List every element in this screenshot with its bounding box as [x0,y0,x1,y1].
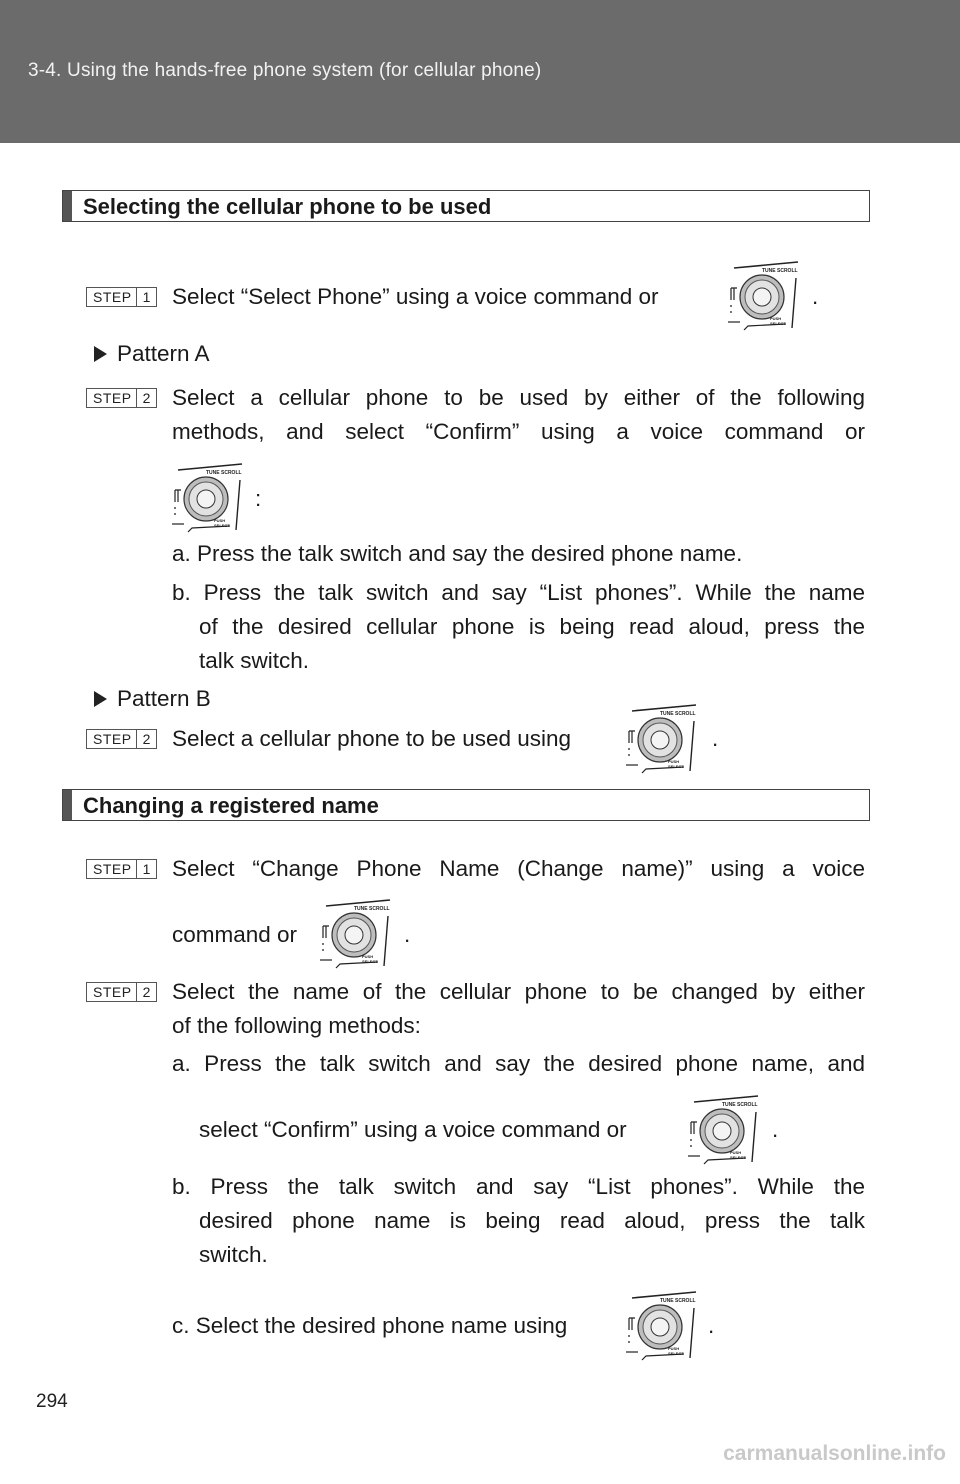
step-text: Select “Change Phone Name (Change name)”… [172,856,865,881]
pattern-arrow-icon [94,691,107,707]
method-b-text: talk switch. [199,648,310,673]
step-text: Select “Select Phone” using a voice comm… [172,284,659,309]
heading-accent [63,191,72,221]
pattern-arrow-icon [94,346,107,362]
tune-scroll-knob-icon [624,1290,700,1364]
step-badge-1: STEP 1 [86,859,158,879]
step-badge-1: STEP 1 [86,287,158,307]
method-b-text: of the desired cellular phone is being r… [199,614,865,639]
step-text-period: . [712,726,719,751]
page-number: 294 [36,1391,68,1412]
page-header: 3-4. Using the hands-free phone system (… [0,0,960,143]
section-heading-select-phone: Selecting the cellular phone to be used [62,190,870,222]
heading-accent [63,790,72,820]
step-text: Select the name of the cellular phone to… [172,979,865,1004]
tune-scroll-knob-icon [686,1094,762,1168]
step-text-period: . [708,1313,715,1338]
section-title: Selecting the cellular phone to be used [83,194,492,219]
tune-scroll-knob-icon [726,260,802,334]
step-badge-2: STEP 2 [86,729,158,749]
chapter-title: 3-4. Using the hands-free phone system (… [28,60,542,81]
step-text-period: . [812,284,819,309]
step-text: command or [172,922,298,947]
method-a-text: select “Confirm” using a voice command o… [199,1117,627,1142]
section-title: Changing a registered name [83,793,379,818]
method-b-text: b. Press the talk switch and say “List p… [172,1174,865,1199]
method-a-text: a. Press the talk switch and say the des… [172,1051,865,1076]
section-heading-change-name: Changing a registered name [62,789,870,821]
tune-scroll-knob-icon [170,462,246,536]
step-text: Select a cellular phone to be used by ei… [172,385,865,410]
method-b-text: b. Press the talk switch and say “List p… [172,580,865,605]
step-badge-2: STEP 2 [86,388,158,408]
method-b-text: switch. [199,1242,268,1267]
step-text-colon: : [255,486,262,511]
step-text: methods, and select “Confirm” using a vo… [172,419,865,444]
tune-scroll-knob-icon [318,898,394,972]
step-badge-2: STEP 2 [86,982,158,1002]
tune-scroll-knob-icon [624,703,700,777]
step-text: of the following methods: [172,1013,421,1038]
step-text: Select a cellular phone to be used using [172,726,572,751]
step-text-period: . [404,922,411,947]
method-c-text: c. Select the desired phone name using [172,1313,568,1338]
pattern-a-label: Pattern A [117,341,210,366]
step-text-period: . [772,1117,779,1142]
method-a-text: a. Press the talk switch and say the des… [172,541,743,566]
method-b-text: desired phone name is being read aloud, … [199,1208,865,1233]
pattern-b-label: Pattern B [117,686,211,711]
watermark: carmanualsonline.info [723,1442,946,1465]
